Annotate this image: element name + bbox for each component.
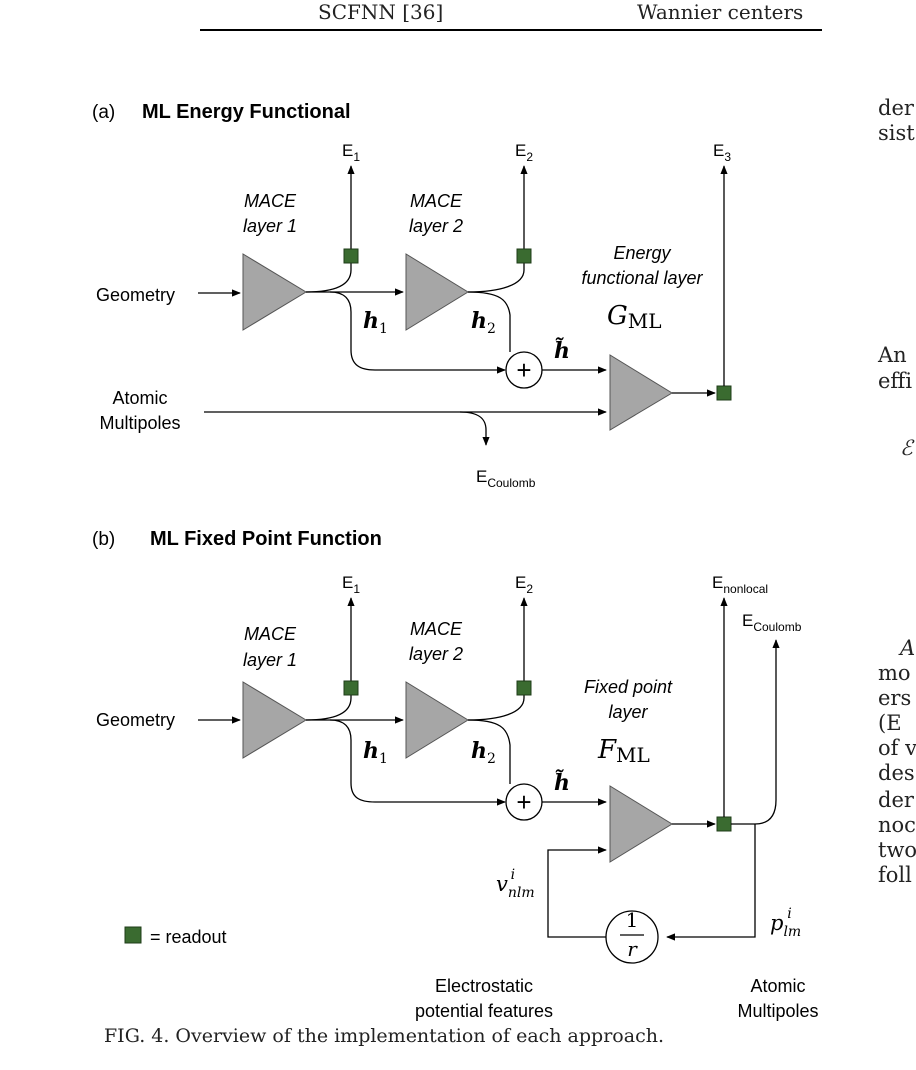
panel-a-e3-label: E3 [713, 141, 731, 164]
panel-b: (b) ML Fixed Point Function MACE layer 1… [92, 528, 819, 1021]
panel-b-layer2-label-line2: layer 2 [409, 644, 463, 664]
panel-b-layer1-label-line1: MACE [244, 624, 297, 644]
right-text-line: mo [878, 661, 911, 685]
panel-a-readout1-branch [305, 263, 352, 293]
right-text-line: effi [878, 369, 913, 393]
panel-b-operator-denominator: r [627, 937, 638, 961]
right-text-line: der [878, 788, 914, 812]
panel-a: (a) ML Energy Functional MACE layer 1 MA… [92, 101, 732, 490]
panel-b-readout1-branch [305, 695, 352, 721]
panel-b-sum-symbol: + [516, 787, 531, 817]
right-text-line: two [878, 838, 916, 862]
panel-b-geometry-label: Geometry [96, 710, 175, 730]
panel-a-letter: (a) [92, 102, 115, 123]
panel-b-v-label: vnlmi [496, 867, 535, 901]
panel-a-h2-label: h2 [471, 308, 496, 337]
panel-b-readout2-branch [467, 695, 525, 721]
panel-a-h1-skip-path [329, 291, 506, 374]
panel-b-electrostatic-label-line2: potential features [415, 1001, 553, 1021]
panel-b-layer2-label-line1: MACE [410, 619, 463, 639]
panel-a-readout2 [516, 248, 532, 264]
panel-a-h1-label: h1 [363, 308, 388, 337]
panel-b-mace-layer2-triangle [405, 681, 469, 759]
legend-readout-swatch [124, 926, 142, 944]
panel-a-functional-label-line1: Energy [613, 243, 671, 263]
panel-b-layer1-label-line2: layer 1 [243, 650, 297, 670]
right-text-line: noc [878, 813, 916, 837]
panel-b-potential-feedback [547, 846, 607, 938]
panel-a-e2-label: E2 [515, 141, 533, 164]
panel-b-multipoles-label-line2: Multipoles [737, 1001, 818, 1021]
panel-b-h2-label: h2 [471, 738, 496, 767]
right-text-line: sist [878, 121, 915, 145]
panel-a-ecoulomb-label: ECoulomb [476, 467, 536, 490]
panel-b-f-ml-label: FML [597, 735, 650, 767]
panel-a-multipoles-label-line2: Multipoles [99, 413, 180, 433]
panel-a-layer2-label-line2: layer 2 [409, 216, 463, 236]
panel-b-fixed-label-line2: layer [608, 702, 648, 722]
panel-a-layer1-label-line1: MACE [244, 191, 297, 211]
right-text-line: ers [878, 686, 912, 710]
right-text-line: der [878, 96, 914, 120]
panel-a-g-ml-label: GML [607, 301, 662, 333]
right-text-line: foll [878, 863, 912, 887]
panel-b-readout2 [516, 680, 532, 696]
panel-b-e1-label: E1 [342, 573, 360, 596]
panel-b-ecoulomb-label: ECoulomb [742, 611, 802, 634]
panel-a-layer1-label-line2: layer 1 [243, 216, 297, 236]
panel-a-coulomb-arrow [459, 411, 490, 446]
panel-b-p-label: plmi [770, 906, 801, 940]
panel-b-readout1 [343, 680, 359, 696]
panel-b-h1-label: h1 [363, 738, 388, 767]
panel-a-title: ML Energy Functional [142, 101, 351, 123]
right-text-line: des [878, 761, 915, 785]
panel-b-letter: (b) [92, 529, 115, 550]
panel-b-multipoles-label-line1: Atomic [750, 976, 805, 996]
panel-a-readout1 [343, 248, 359, 264]
panel-a-geometry-label: Geometry [96, 285, 175, 305]
panel-a-readout3 [716, 385, 732, 401]
legend-readout-label: = readout [150, 927, 227, 947]
panel-a-energy-functional-triangle [609, 354, 673, 431]
panel-b-htilde-label: h̃ [554, 770, 570, 796]
panel-b-readout3 [716, 816, 732, 832]
panel-a-multipoles-label-line1: Atomic [112, 388, 167, 408]
right-text-line: A [900, 636, 916, 660]
table-cell-feature: Wannier centers [637, 0, 804, 24]
panel-b-multipole-feedback [666, 824, 756, 941]
right-text-line: ℰ [900, 436, 913, 460]
panel-b-mace-layer1-triangle [242, 681, 307, 759]
right-text-line: (E [878, 711, 902, 735]
panel-b-electrostatic-label-line1: Electrostatic [435, 976, 533, 996]
panel-b-fixed-point-triangle [609, 785, 673, 863]
panel-a-layer2-label-line1: MACE [410, 191, 463, 211]
right-text-line: An [878, 343, 907, 367]
figure-caption: FIG. 4. Overview of the implementation o… [104, 1025, 664, 1047]
table-cell-method: SCFNN [36] [318, 0, 444, 24]
panel-a-mace-layer2-triangle [405, 253, 469, 331]
right-text-line: of v [878, 736, 916, 760]
panel-b-enonlocal-label: Enonlocal [712, 573, 768, 596]
panel-a-htilde-label: h̃ [554, 338, 570, 364]
panel-a-mace-layer1-triangle [242, 253, 307, 331]
panel-b-ecoulomb-arrow [731, 639, 780, 825]
panel-b-h2-path [467, 719, 511, 784]
panel-b-h1-skip-path [329, 719, 506, 806]
panel-a-readout2-branch [467, 263, 525, 293]
panel-b-e2-label: E2 [515, 573, 533, 596]
panel-b-operator-numerator: 1 [626, 908, 639, 932]
panel-a-functional-label-line2: functional layer [581, 268, 703, 288]
panel-b-fixed-label-line1: Fixed point [584, 677, 673, 697]
table-bottom-rule [200, 29, 822, 31]
panel-a-sum-symbol: + [516, 355, 531, 385]
panel-a-e1-label: E1 [342, 141, 360, 164]
panel-a-h2-path [467, 291, 511, 352]
panel-b-title: ML Fixed Point Function [150, 528, 382, 550]
